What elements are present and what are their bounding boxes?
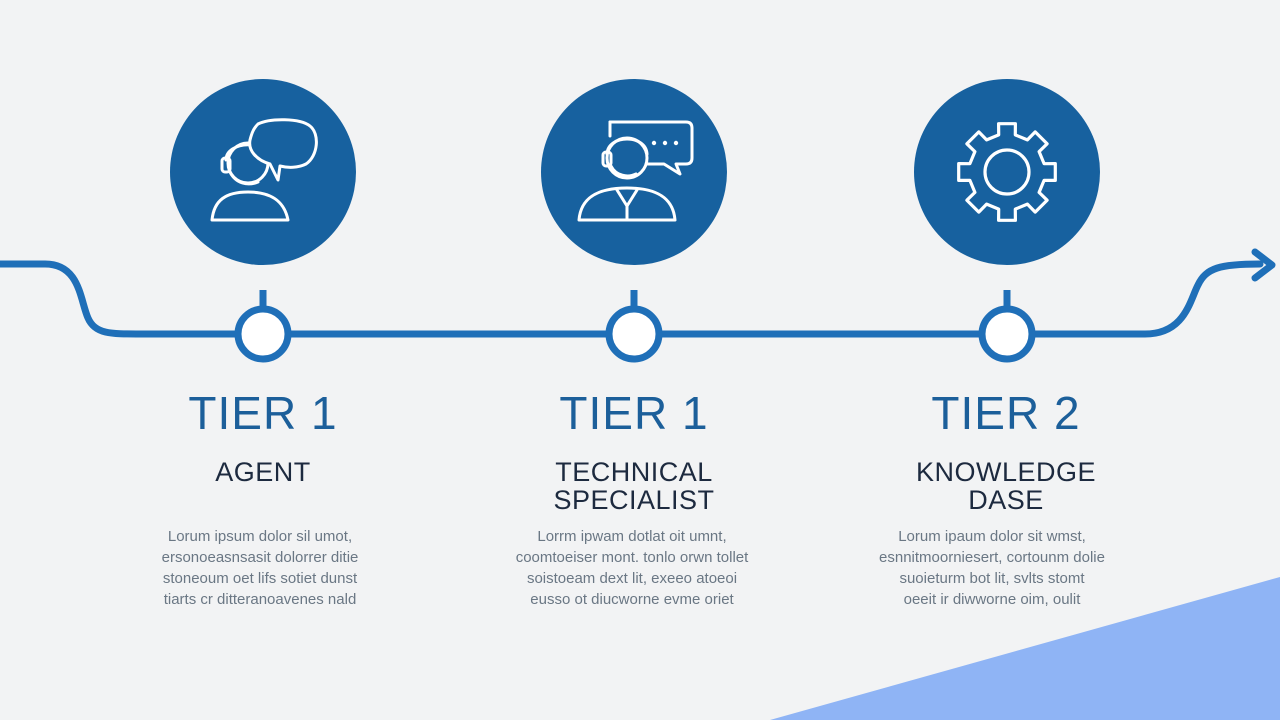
- timeline-node-2: [605, 305, 663, 363]
- tier-description: Lorum ipsum dolor sil umot, ersonoeasnsa…: [161, 528, 359, 608]
- timeline-arrowhead: [1251, 248, 1276, 282]
- corner-accent-shape: [770, 577, 1280, 720]
- tier-title: TIER 1: [188, 387, 338, 439]
- icon-badge-3: [914, 79, 1100, 265]
- icon-badge-1: [170, 79, 356, 265]
- timeline-node-3: [978, 305, 1036, 363]
- tier-card-1: TIER 1 AGENT: [113, 390, 413, 486]
- tier-title: TIER 1: [559, 387, 709, 439]
- tier-description: Lorum ipaum dolor sit wmst, esnnitmoorni…: [879, 528, 1105, 608]
- gear-icon: [957, 122, 1057, 222]
- tier-title: TIER 2: [931, 387, 1081, 439]
- tier-card-3: TIER 2 KNOWLEDGE DASE: [856, 390, 1156, 514]
- tier-name: KNOWLEDGE DASE: [915, 457, 1097, 515]
- timeline-node-1: [234, 305, 292, 363]
- headset-specialist-chat-icon: [577, 120, 694, 222]
- tier-name: TECHNICAL SPECIALIST: [553, 457, 715, 515]
- tier-card-2: TIER 1 TECHNICAL SPECIALIST: [484, 390, 784, 514]
- tier-description: Lorrm ipwam dotlat oit umnt, coomtoeiser…: [515, 528, 749, 608]
- icon-badge-2: [541, 79, 727, 265]
- tier-name: AGENT: [215, 457, 311, 487]
- agent-speech-bubble-icon: [210, 118, 318, 222]
